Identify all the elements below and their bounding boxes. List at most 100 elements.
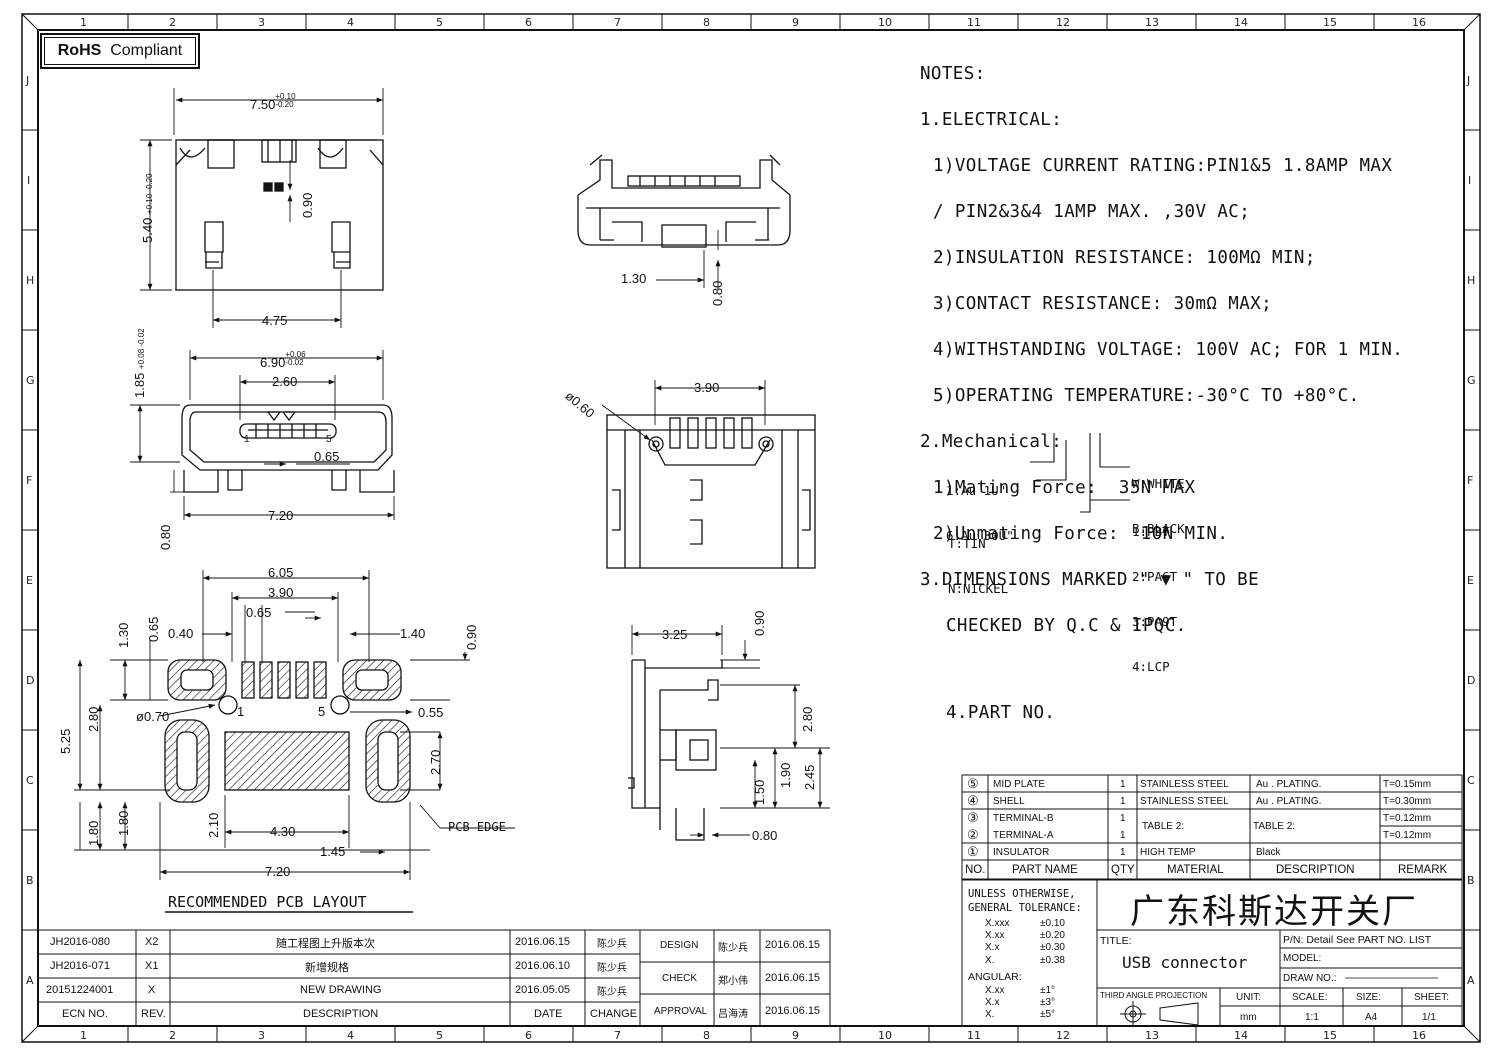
unit-value: mm: [1240, 1012, 1257, 1023]
ruler-col-14: 14: [1234, 16, 1248, 29]
dim-top-090: 0.90: [300, 192, 315, 218]
bom-row-4-material: STAINLESS STEEL: [1140, 796, 1229, 807]
bom-header-no: NO.: [965, 864, 986, 876]
dim-rear-390: 3.90: [694, 380, 720, 395]
notes-mechanical-1: 1)Mating Force: 35N MAX: [933, 478, 1196, 498]
size-value: A4: [1365, 1012, 1378, 1023]
dim-top-width: 7.50+0.10-0.20: [250, 93, 296, 113]
ruler-col-7: 7: [614, 16, 621, 29]
pn-plating-1: 1:Au 1U": [946, 483, 1007, 498]
approval-approval-date: 2016.06.15: [765, 1005, 821, 1017]
ruler-row-d-right: D: [1467, 674, 1476, 687]
scale-label: SCALE:: [1292, 992, 1328, 1003]
pcb-layout-caption: RECOMMENDED PCB LAYOUT: [168, 893, 367, 911]
rear-view-dims: [601, 380, 766, 441]
drawno-field: DRAW NO.:: [1283, 973, 1337, 984]
pcb-pin-1-label: 1: [237, 704, 245, 719]
ruler-row-a-right: A: [1467, 974, 1475, 987]
rohs-badge: RoHS Compliant: [40, 33, 200, 69]
ruler-col-3: 3: [258, 16, 265, 29]
ruler-row-b: B: [26, 874, 34, 887]
top-view-dims: [140, 88, 384, 328]
dim-side-280: 2.80: [800, 706, 815, 732]
tolerance-angular-label: ANGULAR:: [968, 971, 1022, 983]
dim-front-height-value: 1.85: [132, 372, 147, 398]
ruler-col-14-bottom: 14: [1234, 1029, 1248, 1042]
ruler-col-7-bottom: 7: [614, 1029, 621, 1042]
ruler-row-i-right: I: [1468, 174, 1472, 187]
connector-profile-view: [628, 659, 723, 841]
bom-row-5-remark: T=0.15mm: [1383, 779, 1432, 790]
tolerance-x1-value: ±0.30: [1040, 942, 1065, 953]
ruler-row-b-right: B: [1467, 874, 1475, 887]
dim-front-080: 0.80: [158, 524, 173, 550]
tolerance-xxx-value: ±0.10: [1040, 918, 1065, 929]
pn-color-white: W:WHITE: [1132, 476, 1185, 491]
rohs-badge-bold: RoHS: [57, 42, 102, 59]
bom-row-4-no: ④: [967, 793, 979, 808]
bom-row-5-desc: Au . PLATING.: [1256, 779, 1322, 790]
ruler-col-16-bottom: 16: [1412, 1029, 1426, 1042]
approval-approval-name: 吕海涛: [718, 1009, 748, 1020]
dim-pcb-dia: ø0.70: [136, 709, 170, 724]
dim-pcb-210: 2.10: [206, 812, 221, 838]
front-pin-1-label: 1: [244, 434, 250, 445]
dim-front-width-tol-plus: +0.06: [285, 350, 306, 359]
tolerance-ang-x1-value: ±3°: [1040, 997, 1056, 1008]
ruler-row-e-right: E: [1467, 574, 1474, 587]
notes-mechanical-heading: 2.Mechanical:: [920, 432, 1063, 452]
rev-row-3-ecn: 20151224001: [46, 984, 114, 996]
dim-side-325: 3.25: [662, 627, 688, 642]
bom-row-5-name: MID PLATE: [993, 779, 1046, 790]
dim-front-width: 6.90+0.06-0.02: [260, 350, 306, 371]
ruler-row-c-right: C: [1467, 774, 1475, 787]
dim-top-width-tol-minus: -0.20: [275, 100, 294, 109]
ruler-row-g: G: [26, 374, 35, 387]
dim-pcb-525: 5.25: [58, 728, 73, 754]
bom-row-4-qty: 1: [1120, 796, 1126, 807]
sheet-label: SHEET:: [1414, 992, 1450, 1003]
ruler-col-9: 9: [792, 16, 799, 29]
dim-pcb-065-v: 0.65: [146, 616, 161, 642]
ruler-col-4: 4: [347, 16, 354, 29]
dim-front-width-tol-minus: -0.02: [285, 358, 304, 367]
dim-pcb-065: 0.65: [246, 605, 272, 620]
notes-electrical-heading: 1.ELECTRICAL:: [920, 110, 1063, 130]
notes-electrical-3: 3)CONTACT RESISTANCE: 30mΩ MAX;: [933, 294, 1273, 314]
rev-row-1-rev: X2: [145, 936, 159, 948]
ruler-col-13: 13: [1145, 16, 1159, 29]
bom-row-3-material: TABLE 2:: [1142, 821, 1185, 832]
tolerance-x1: X.x: [985, 942, 1000, 953]
ruler-row-f: F: [26, 474, 33, 487]
connector-rear-view: [606, 414, 816, 569]
dim-pcb-055: 0.55: [418, 705, 444, 720]
rev-header-date: DATE: [534, 1008, 563, 1020]
tolerance-title-1: UNLESS OTHERWISE,: [968, 888, 1076, 900]
connector-side-view: [577, 154, 791, 248]
bom-header-desc: DESCRIPTION: [1276, 864, 1355, 876]
approval-check-name: 郑小伟: [718, 976, 748, 987]
projection-label: THIRD ANGLE PROJECTION: [1100, 991, 1208, 1000]
tolerance-xxx: X.xxx: [985, 918, 1010, 929]
notes-heading: NOTES:: [920, 64, 986, 84]
bom-header-material: MATERIAL: [1167, 864, 1224, 876]
tolerance-ang-xx: X.xx: [985, 985, 1005, 996]
approval-design-role: DESIGN: [660, 940, 699, 951]
approval-design-name: 陈少兵: [718, 943, 748, 954]
pcb-layout-dims: [74, 570, 515, 913]
pn-material: 1:PBT 2:PA6T 3:PA9T 4:LCP: [1132, 494, 1177, 689]
dim-pcb-280: 2.80: [86, 706, 101, 732]
title-block-grid: [961, 879, 1463, 1027]
dim-top-475: 4.75: [262, 313, 288, 328]
dim-top-height: 5.40 +0.10 -0.20: [140, 173, 155, 243]
bom-row-3-no: ③: [967, 810, 979, 825]
ruler-col-1: 1: [80, 16, 87, 29]
dim-front-065: 0.65: [314, 449, 340, 464]
unit-label: UNIT:: [1236, 992, 1261, 1003]
rev-row-1-change: 陈少兵: [597, 939, 627, 950]
rev-row-1-desc: 随工程图上升版本次: [276, 938, 375, 950]
ruler-row-j: J: [26, 74, 30, 87]
rev-row-1-ecn: JH2016-080: [50, 936, 110, 948]
ruler-col-6-bottom: 6: [525, 1029, 532, 1042]
ruler-row-j-right: J: [1467, 74, 1471, 87]
